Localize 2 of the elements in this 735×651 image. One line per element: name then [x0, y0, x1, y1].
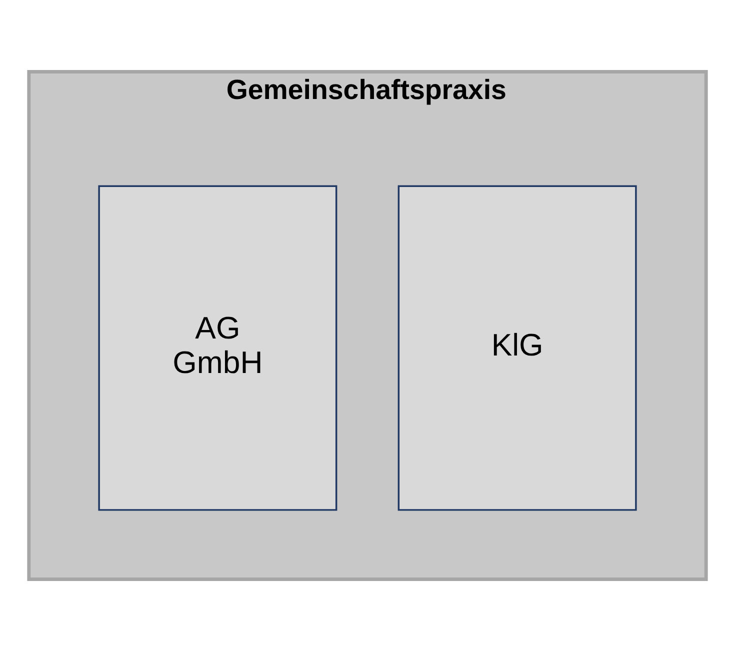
node-box: AG GmbH — [98, 185, 338, 511]
node-box: KlG — [398, 185, 637, 511]
